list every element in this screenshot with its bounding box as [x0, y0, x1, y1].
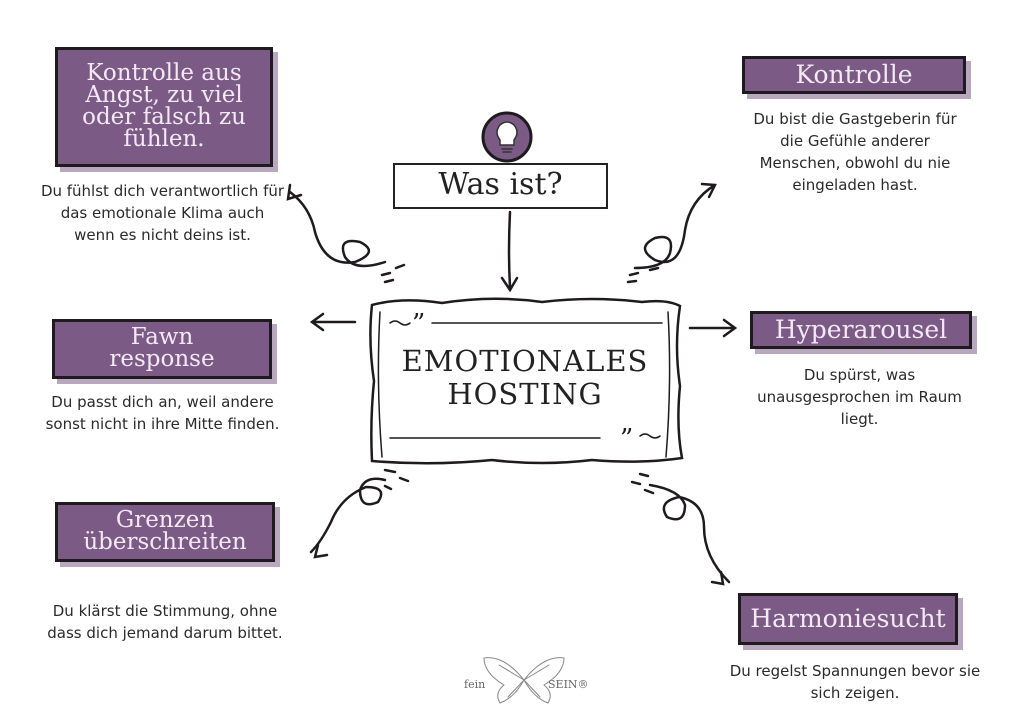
node-title: Harmoniesucht [750, 604, 946, 634]
center-title-line2: HOSTING [447, 377, 603, 411]
logo-text-right: SEIN® [548, 678, 589, 691]
node-box-kontrolle: Kontrolle [742, 56, 966, 94]
node-box-hyperarousel: Hyperarousel [750, 311, 972, 349]
node-description: Du passt dich an, weil andere sonst nich… [45, 393, 280, 433]
question-label: Was ist? [393, 163, 608, 209]
svg-text:”: ” [620, 424, 633, 454]
brand-logo: fein SEIN® [464, 652, 589, 707]
node-title: Fawn response [109, 324, 215, 372]
logo-text-left: fein [464, 678, 486, 691]
svg-text:”: ” [412, 309, 425, 339]
node-title: Hyperarousel [774, 315, 948, 345]
butterfly-logo [483, 657, 565, 704]
node-description: Du klärst die Stimmung, ohne dass dich j… [47, 602, 283, 642]
node-title: Kontrolle aus Angst, zu viel oder falsch… [82, 60, 246, 152]
center-title: EMOTIONALES HOSTING [380, 345, 670, 411]
node-description: Du regelst Spannungen bevor sie sich zei… [729, 662, 981, 702]
center-title-line1: EMOTIONALES [401, 344, 649, 378]
node-description: Du spürst, was unausgesprochen im Raum l… [757, 366, 962, 428]
node-title: Kontrolle [795, 60, 913, 90]
node-title: Grenzen überschreiten [83, 507, 247, 555]
node-description: Du bist die Gastgeberin für die Gefühle … [753, 110, 957, 194]
node-description: Du fühlst dich verantwortlich für das em… [40, 182, 285, 244]
node-box-kontrolle-aus-angst: Kontrolle aus Angst, zu viel oder falsch… [55, 47, 273, 167]
node-box-fawn-response: Fawn response [52, 319, 272, 379]
node-box-harmoniesucht: Harmoniesucht [738, 593, 958, 645]
node-box-grenzen-ueberschreiten: Grenzen überschreiten [55, 502, 275, 562]
